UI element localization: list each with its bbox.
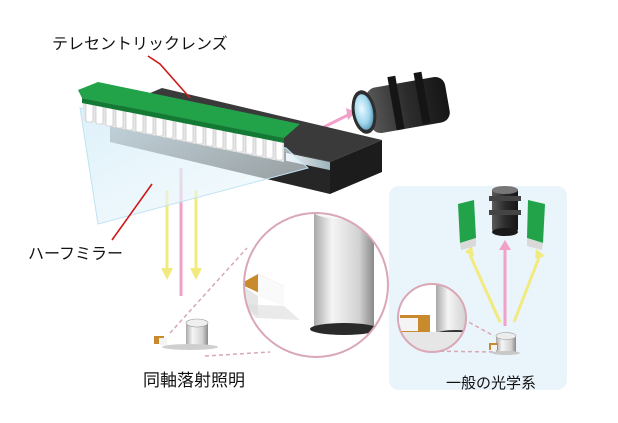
leader-half-mirror — [111, 183, 153, 241]
led-bead — [115, 107, 124, 129]
general-rays — [465, 240, 545, 326]
led-bead — [175, 119, 184, 141]
ray-yellow-1-arrow — [161, 268, 173, 280]
magnifier-connector-bottom — [204, 351, 271, 357]
ray-right-yellow — [512, 254, 542, 323]
led-bead — [165, 117, 174, 139]
led-bead — [235, 131, 244, 153]
led-bead — [205, 125, 214, 147]
general-magnifier — [397, 283, 467, 353]
led-bead — [275, 139, 284, 161]
led-bead — [135, 111, 144, 133]
left-ring-light — [458, 200, 476, 250]
led-bead — [215, 127, 224, 149]
led-strip — [78, 82, 300, 162]
led-bead — [195, 123, 204, 145]
led-bead — [155, 115, 164, 137]
ray-center-arrow — [499, 240, 511, 250]
coaxial-object — [154, 318, 218, 350]
ray-left-yellow — [468, 254, 502, 323]
led-bead — [105, 105, 114, 127]
half-mirror-label: ハーフミラー — [28, 244, 124, 263]
green-board — [78, 82, 300, 138]
coaxial-illumination-label: 同軸落射照明 — [143, 371, 245, 391]
led-bead — [125, 109, 134, 131]
led-bead — [245, 133, 254, 155]
led-bead — [85, 101, 94, 123]
general-camera — [489, 186, 521, 236]
connector-bottom — [425, 350, 495, 353]
camera — [351, 71, 450, 134]
general-object — [489, 332, 520, 355]
ray-left-arrow — [465, 246, 474, 257]
led-bead — [265, 137, 274, 159]
coaxial-magnifier — [243, 212, 389, 358]
right-ring-light — [527, 200, 545, 250]
telecentric-lens-label: テレセントリックレンズ — [52, 34, 228, 53]
ray-right-arrow — [535, 249, 545, 259]
general-optics-panel — [389, 186, 567, 390]
led-bead — [185, 121, 194, 143]
led-bead — [145, 113, 154, 135]
camera-lens-glass — [354, 94, 374, 130]
leader-telecentric — [147, 55, 191, 99]
ray-yellow-2-arrow — [190, 268, 202, 280]
led-bead — [95, 103, 104, 125]
general-optics-label: 一般の光学系 — [446, 374, 537, 392]
led-bead — [225, 129, 234, 151]
magnifier-connector-top — [169, 247, 248, 334]
led-bead — [255, 135, 264, 157]
